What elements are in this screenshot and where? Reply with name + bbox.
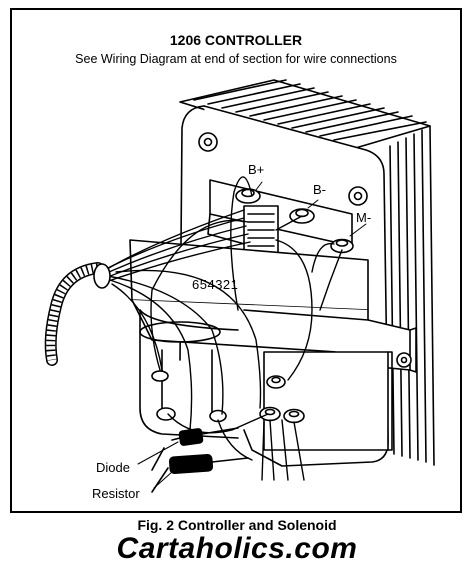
watermark-brand: Cartaholics.com [116,532,358,565]
callout-diode: Diode [96,460,130,475]
diode-resistor-components [151,427,249,493]
terminal-label-b-minus: B- [313,182,326,197]
solenoid-mount-bolt [396,352,412,368]
callout-resistor: Resistor [92,486,140,501]
resistor [168,454,214,474]
diagram-title: 1206 CONTROLLER [169,32,303,48]
mount-hole-left [198,132,218,152]
figure-caption: Fig. 2 Controller and Solenoid [137,517,337,533]
diagram-subtitle: See Wiring Diagram at end of section for… [75,52,397,66]
leader-lines [137,441,179,489]
pin-number-label: 654321 [192,277,239,292]
terminal-block [207,179,354,261]
diagram-frame: 1206 CONTROLLER See Wiring Diagram at en… [10,8,462,513]
mount-hole-right [348,186,368,206]
heatsink-side-fins [389,125,435,466]
solenoid-body [129,239,417,451]
heatsink-fins [179,79,431,159]
solenoid-lower-block [263,351,389,451]
terminal-label-m-minus: M- [356,210,372,225]
controller-solenoid-illustration [44,79,435,493]
terminal-label-b-plus: B+ [248,162,265,177]
corrugated-wire-loom [44,262,111,366]
diode [178,428,204,446]
label-leaders [255,181,367,237]
wire-harness [99,176,343,481]
